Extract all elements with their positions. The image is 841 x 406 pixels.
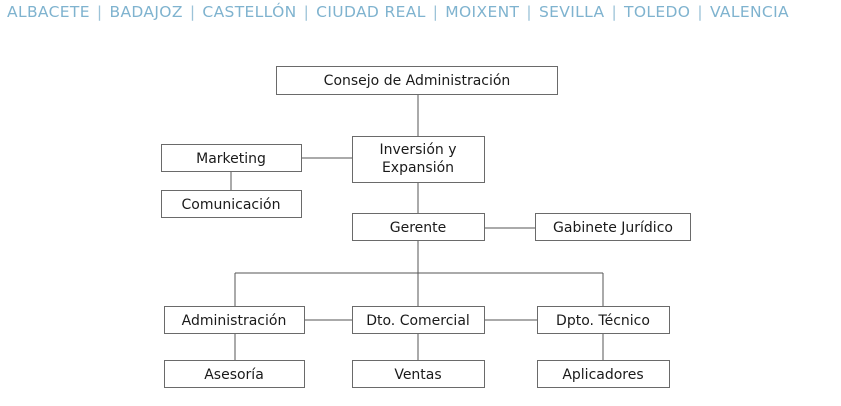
node-administracion: Administración — [164, 306, 305, 334]
node-aplicadores: Aplicadores — [537, 360, 670, 388]
node-box — [352, 213, 485, 241]
node-ventas: Ventas — [352, 360, 485, 388]
node-box — [535, 213, 691, 241]
city-link-castellon[interactable]: CASTELLÓN — [202, 3, 297, 21]
node-box — [352, 360, 485, 388]
city-link-moixent[interactable]: MOIXENT — [445, 3, 520, 21]
connectors — [230, 95, 604, 360]
node-label-aplicadores: Aplicadores — [562, 367, 643, 383]
node-label-comercial: Dto. Comercial — [366, 313, 470, 329]
separator: | — [303, 3, 310, 21]
node-box — [161, 144, 302, 172]
city-link-sevilla[interactable]: SEVILLA — [538, 3, 605, 21]
node-gabinete-juridico: Gabinete Jurídico — [535, 213, 691, 241]
node-dpto-tecnico: Dpto. Técnico — [537, 306, 670, 334]
node-marketing: Marketing — [161, 144, 302, 172]
node-label-ventas: Ventas — [394, 367, 441, 383]
city-link-valencia[interactable]: VALENCIA — [709, 3, 789, 21]
node-box — [352, 136, 485, 183]
node-label-tecnico: Dpto. Técnico — [556, 313, 650, 329]
node-label-marketing: Marketing — [196, 151, 266, 167]
separator: | — [697, 3, 703, 21]
separator: | — [432, 3, 439, 21]
node-inversion-expansion: Inversión y Expansión — [352, 136, 485, 183]
separator: | — [189, 3, 196, 21]
city-link-ciudad-real[interactable]: CIUDAD REAL — [316, 3, 426, 21]
node-box — [164, 360, 305, 388]
separator: | — [526, 3, 532, 21]
node-label-asesoria: Asesoría — [204, 367, 264, 383]
city-link-albacete[interactable]: ALBACETE — [7, 3, 90, 21]
node-label-administracion: Administración — [182, 313, 287, 329]
city-links-bar: ALBACETE | BADAJOZ | CASTELLÓN | CIUDAD REAL | M… — [7, 3, 789, 21]
separator: | — [611, 3, 618, 21]
node-consejo: Consejo de Administración — [276, 66, 558, 95]
node-box — [161, 190, 302, 218]
node-label-gerente: Gerente — [390, 220, 447, 236]
node-box — [537, 306, 670, 334]
node-gerente: Gerente — [352, 213, 485, 241]
node-comunicacion: Comunicación — [161, 190, 302, 218]
separator: | — [96, 3, 103, 21]
node-box — [276, 66, 558, 95]
city-link-toledo[interactable]: TOLEDO — [624, 3, 691, 21]
node-box — [352, 306, 485, 334]
node-box — [537, 360, 670, 388]
node-label-consejo: Consejo de Administración — [324, 73, 511, 89]
city-link-badajoz[interactable]: BADAJOZ — [109, 3, 183, 21]
node-box — [164, 306, 305, 334]
node-asesoria: Asesoría — [164, 360, 305, 388]
node-label-gabinete: Gabinete Jurídico — [553, 220, 673, 236]
node-label-inversion-line2: Expansión — [382, 160, 454, 176]
node-label-comunicacion: Comunicación — [182, 197, 281, 213]
node-label-inversion-line1: Inversión y — [379, 142, 456, 158]
node-dto-comercial: Dto. Comercial — [352, 306, 485, 334]
